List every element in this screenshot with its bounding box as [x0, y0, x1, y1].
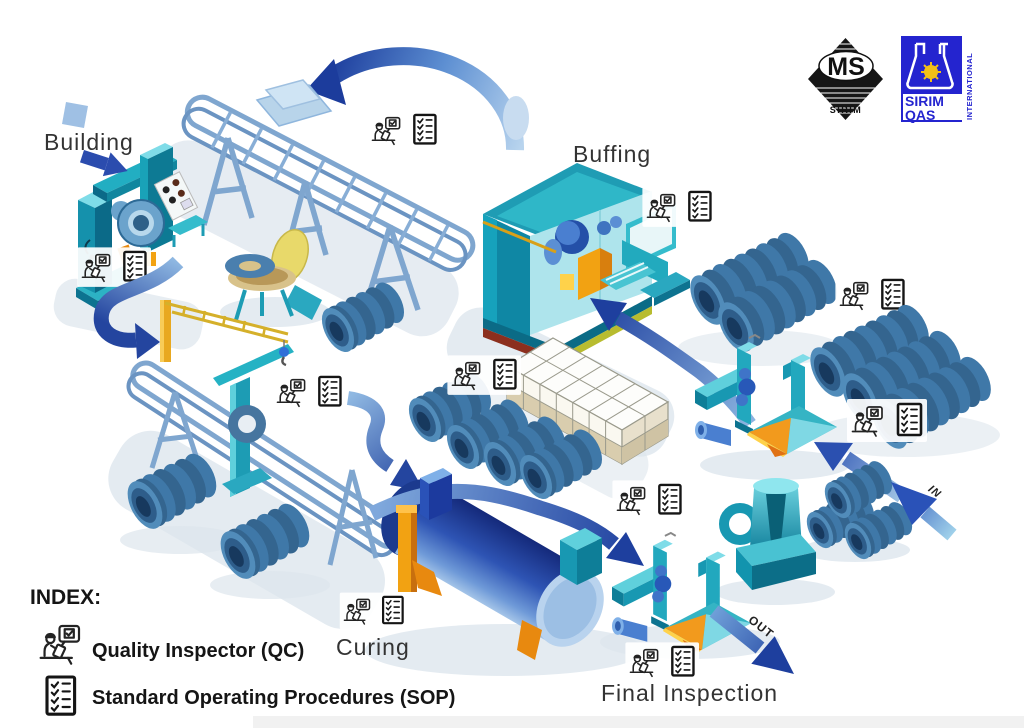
sirim-qas-line2: QAS [905, 107, 935, 123]
arrow-into-building [79, 150, 128, 177]
sop-legend-icon [45, 675, 77, 716]
qc-inspector-legend-icon [39, 624, 81, 665]
curing-label: Curing [336, 634, 410, 660]
qc-sop-marker-conveyor [367, 110, 441, 150]
legend-sop-label: Standard Operating Procedures (SOP) [92, 687, 456, 709]
qc-sop-marker-inspection1 [612, 480, 686, 520]
building-label: Building [44, 129, 134, 155]
arrow-fragment [62, 102, 88, 128]
arrow-inspection-to-buffing [590, 298, 756, 429]
qc-sop-marker-buffing [642, 187, 716, 227]
legend-qc-label: Quality Inspector (QC) [92, 640, 305, 662]
arrow-building-to-conveyor [93, 256, 184, 359]
crane [160, 300, 289, 367]
ms-logo-text: MS [827, 53, 865, 81]
qc-sop-marker-final [625, 642, 699, 682]
sirim-qas-line1: SIRIM [905, 93, 944, 109]
arrow-curing-to-inspection [368, 483, 644, 566]
arrow-out [709, 605, 794, 674]
overhead-conveyor [181, 79, 476, 319]
press-machine [719, 478, 816, 590]
ms-logo-caption: SIRIM [830, 105, 863, 115]
sirim-qas-logo: SIRIM QAS INTERNATIONAL [901, 36, 977, 123]
conveyor-stand [213, 344, 294, 497]
ms-sirim-logo: MS SIRIM [808, 38, 883, 120]
qc-sop-marker-crates [447, 355, 521, 395]
curing-machine-front [396, 468, 602, 660]
buffing-machine [482, 163, 690, 366]
qc-sop-marker-curing [340, 593, 408, 630]
buffing-label: Buffing [573, 141, 652, 167]
sirim-qas-side-text: INTERNATIONAL [965, 53, 974, 120]
index-title: INDEX: [30, 586, 102, 609]
qc-sop-marker-tires-right [847, 399, 927, 442]
tire-bead-stand [225, 229, 322, 321]
arrow-in [891, 482, 957, 541]
qc-sop-marker-conveyor2 [272, 372, 346, 412]
bottom-strip [253, 716, 1024, 728]
final-inspection-label: Final Inspection [601, 680, 779, 706]
qc-sop-marker-tires-top [835, 275, 909, 315]
